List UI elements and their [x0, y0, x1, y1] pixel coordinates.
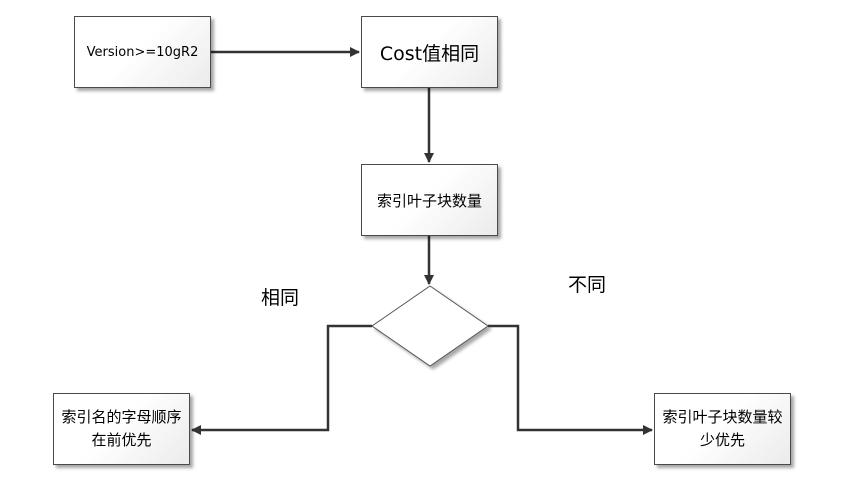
decision-diamond [371, 285, 489, 367]
arrow-same-branch [191, 324, 372, 435]
branch-label-different: 不同 [568, 274, 607, 296]
leaf-blocks-node-label: 索引叶子块数量 [376, 191, 482, 210]
version-node-label: Version>=10gR2 [86, 44, 199, 60]
fewer-leaf-blocks-node: 索引叶子块数量较少优先 [654, 393, 791, 465]
alpha-order-node-label: 索引名的字母顺序在前优先 [61, 408, 182, 449]
cost-same-node-label: Cost值相同 [379, 42, 480, 65]
alpha-order-node: 索引名的字母顺序在前优先 [53, 393, 190, 465]
fewer-leaf-blocks-node-label: 索引叶子块数量较少优先 [662, 408, 783, 449]
branch-label-same: 相同 [261, 287, 300, 309]
cost-same-node: Cost值相同 [361, 16, 498, 88]
arrow-different-branch [488, 324, 653, 435]
leaf-blocks-node: 索引叶子块数量 [361, 164, 498, 236]
version-node: Version>=10gR2 [74, 16, 211, 88]
